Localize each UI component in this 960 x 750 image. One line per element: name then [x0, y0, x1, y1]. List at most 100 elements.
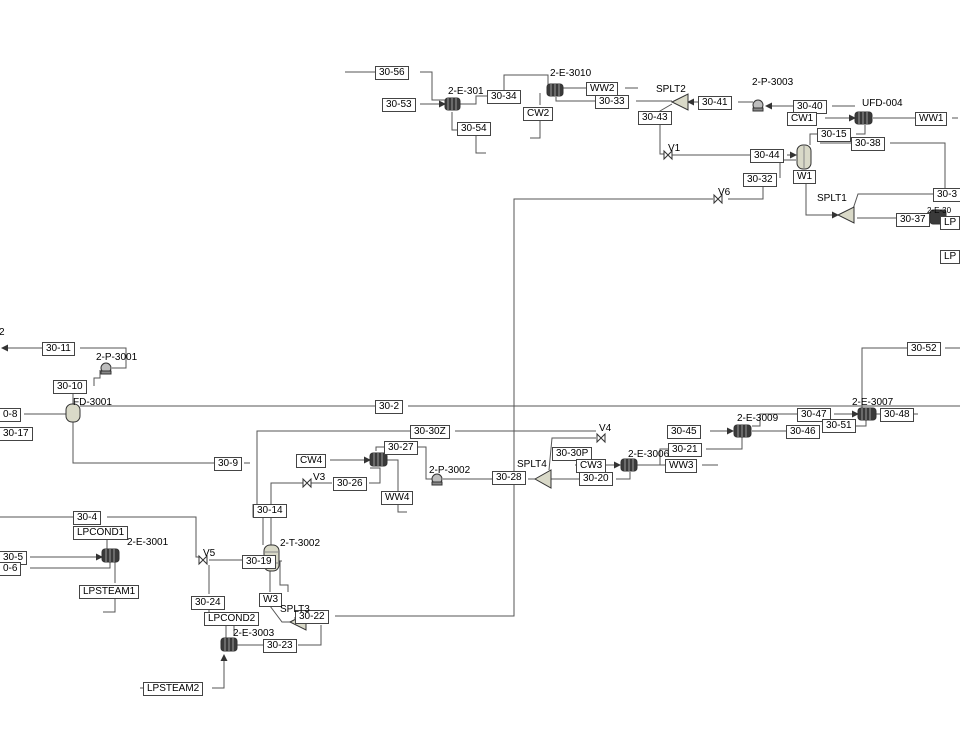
stream-label-30-17[interactable]: 30-17 [0, 427, 33, 441]
stream-label-30-43[interactable]: 30-43 [638, 111, 672, 125]
stream-label-30-51[interactable]: 30-51 [822, 419, 856, 433]
unit-label-2: 2 [0, 327, 5, 338]
splitter-splt1[interactable] [836, 206, 855, 224]
stream-label-ww3[interactable]: WW3 [665, 459, 698, 473]
heat-exchanger-2-e-3010[interactable] [546, 83, 564, 97]
stream-label-30-33[interactable]: 30-33 [595, 95, 629, 109]
stream-line-30-6 [30, 556, 111, 569]
heat-exchanger-2-e-3003[interactable] [220, 637, 238, 652]
stream-label-30-30p[interactable]: 30-30P [552, 447, 593, 461]
stream-label-lp-a[interactable]: LP [940, 216, 960, 230]
stream-label-30-30z[interactable]: 30-30Z [410, 425, 450, 439]
stream-line-30-9 [72, 421, 214, 464]
stream-line-30-30z [256, 430, 410, 510]
stream-label-30-54[interactable]: 30-54 [457, 122, 491, 136]
stream-label-30-32[interactable]: 30-32 [743, 173, 777, 187]
unit-label-v6: V6 [718, 187, 731, 198]
stream-label-lpsteam1[interactable]: LPSTEAM1 [79, 585, 140, 599]
heat-exchanger-2-e-3007[interactable] [857, 407, 877, 421]
stream-label-lpcond2[interactable]: LPCOND2 [204, 612, 260, 626]
stream-label-cw3[interactable]: CW3 [576, 459, 607, 473]
unit-label-v1: V1 [668, 143, 681, 154]
stream-label-cw1[interactable]: CW1 [787, 112, 818, 126]
stream-label-30-52[interactable]: 30-52 [907, 342, 941, 356]
heat-exchanger-cw4[interactable] [369, 452, 388, 467]
unit-label-2-e-3010: 2-E-3010 [550, 68, 592, 79]
valve-v6[interactable] [713, 193, 723, 205]
stream-label-30-19[interactable]: 30-19 [242, 555, 276, 569]
flash-drum-fd-3001[interactable] [65, 403, 81, 423]
stream-label-30-44[interactable]: 30-44 [750, 149, 784, 163]
valve-v4[interactable] [596, 432, 606, 444]
stream-label-30-2[interactable]: 30-2 [375, 400, 404, 414]
stream-label-lp-b[interactable]: LP [940, 250, 960, 264]
stream-label-w1[interactable]: W1 [793, 170, 816, 184]
pump-2-p-3002[interactable] [431, 473, 443, 486]
stream-label-30-24[interactable]: 30-24 [191, 596, 225, 610]
stream-label-30-4[interactable]: 30-4 [73, 511, 102, 525]
stream-label-30-6[interactable]: 0-6 [0, 562, 22, 576]
unit-label-2-e-3001: 2-E-3001 [127, 537, 169, 548]
stream-label-30-8[interactable]: 0-8 [0, 408, 22, 422]
stream-label-30-10[interactable]: 30-10 [53, 380, 87, 394]
stream-line-v6 [335, 198, 713, 617]
stream-label-30-23[interactable]: 30-23 [263, 639, 297, 653]
stream-label-30-41[interactable]: 30-41 [698, 96, 732, 110]
unit-label-2-e-3007: 2-E-3007 [852, 397, 894, 408]
unit-label-splt3: SPLT3 [280, 604, 310, 615]
stream-label-30-9[interactable]: 30-9 [214, 457, 243, 471]
heat-exchanger-2-e-3011[interactable] [444, 97, 461, 111]
stream-label-lpcond1[interactable]: LPCOND1 [73, 526, 129, 540]
stream-label-30-27[interactable]: 30-27 [384, 441, 418, 455]
stream-label-30-37[interactable]: 30-37 [896, 213, 930, 227]
stream-label-30-53[interactable]: 30-53 [382, 98, 416, 112]
splitter-splt4[interactable] [533, 469, 552, 489]
stream-label-w3[interactable]: W3 [259, 593, 282, 607]
stream-line-cw2b [530, 121, 541, 139]
stream-label-30-46[interactable]: 30-46 [786, 425, 820, 439]
pump-2-p-3003[interactable] [752, 99, 764, 112]
valve-v3[interactable] [302, 477, 312, 489]
stream-line-30-15b [809, 133, 817, 145]
stream-label-30-15[interactable]: 30-15 [817, 128, 851, 142]
unit-label-fd-3001: FD-3001 [73, 397, 112, 408]
heat-exchanger-ufd-004[interactable] [854, 111, 873, 125]
valve-v1[interactable] [663, 149, 673, 161]
stream-label-30-26[interactable]: 30-26 [333, 477, 367, 491]
stream-label-30-48[interactable]: 30-48 [880, 408, 914, 422]
stream-label-ww1[interactable]: WW1 [915, 112, 948, 126]
stream-label-30-14[interactable]: 30-14 [253, 504, 287, 518]
stream-line-30-4b [107, 516, 200, 558]
splitter-splt2[interactable] [670, 93, 689, 111]
stream-label-30-47[interactable]: 30-47 [797, 408, 831, 422]
stream-label-cw4[interactable]: CW4 [296, 454, 327, 468]
pump-2-p-3001[interactable] [100, 362, 112, 375]
stream-label-30-21[interactable]: 30-21 [668, 443, 702, 457]
stream-label-ww4[interactable]: WW4 [381, 491, 414, 505]
valve-v5[interactable] [198, 554, 208, 566]
stream-label-30-3x[interactable]: 30-3 [933, 188, 960, 202]
stream-label-30-45[interactable]: 30-45 [667, 425, 701, 439]
column-w1[interactable] [796, 144, 812, 170]
unit-label-v4: V4 [599, 423, 612, 434]
stream-line-30-26 [369, 467, 381, 484]
stream-line-30-22b [279, 561, 289, 592]
unit-label-2-e-3003: 2-E-3003 [233, 628, 275, 639]
stream-label-30-38[interactable]: 30-38 [851, 137, 885, 151]
stream-line-ww4 [387, 459, 399, 491]
stream-label-30-28[interactable]: 30-28 [492, 471, 526, 485]
stream-line-ww4b [397, 505, 407, 513]
stream-label-lpsteam2[interactable]: LPSTEAM2 [143, 682, 204, 696]
stream-label-cw2[interactable]: CW2 [523, 107, 554, 121]
stream-label-30-20[interactable]: 30-20 [579, 472, 613, 486]
stream-line-30-30p [548, 437, 596, 471]
stream-label-ww2[interactable]: WW2 [586, 82, 619, 96]
stream-label-30-22[interactable]: 30-22 [295, 610, 329, 624]
stream-label-30-11[interactable]: 30-11 [42, 342, 75, 356]
stream-line-30-43b [659, 124, 664, 155]
heat-exchanger-2-e-3006[interactable] [620, 458, 638, 472]
heat-exchanger-2-e-3009[interactable] [733, 424, 752, 438]
heat-exchanger-2-e-3001[interactable] [101, 548, 120, 563]
stream-label-30-56[interactable]: 30-56 [375, 66, 409, 80]
stream-label-30-34[interactable]: 30-34 [487, 90, 521, 104]
